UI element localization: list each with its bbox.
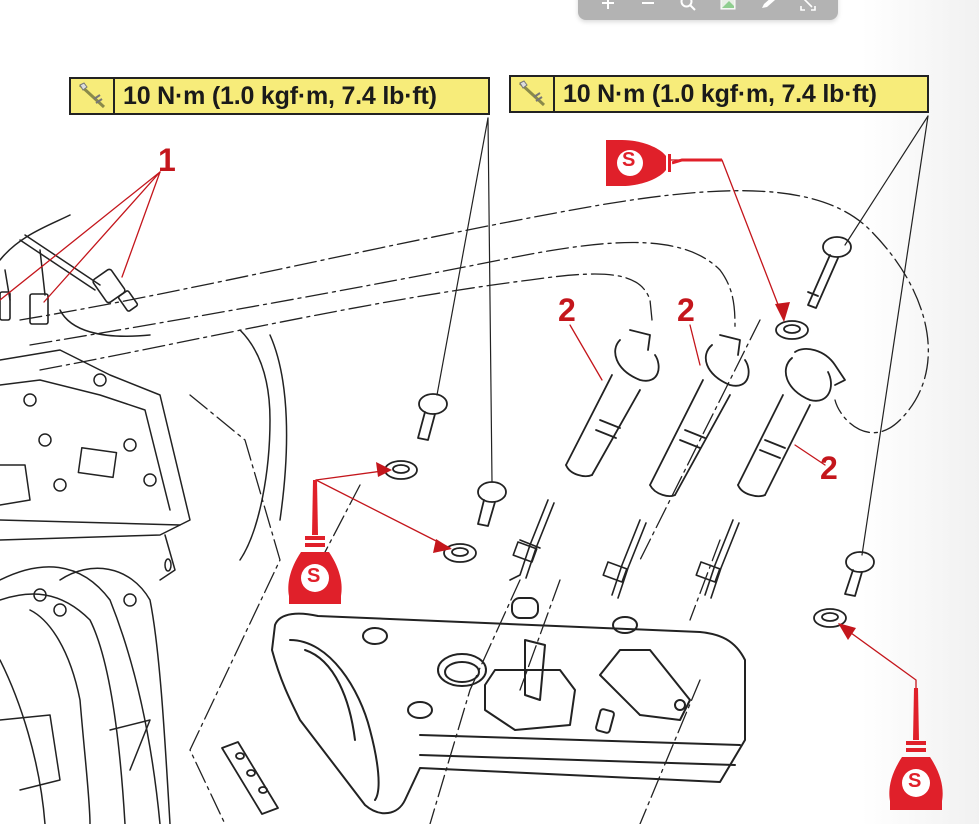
callout-coil-c: 2 — [820, 450, 838, 486]
spark-plug-1 — [509, 499, 555, 581]
expand-icon — [800, 0, 816, 11]
callout-connectors: 1 — [158, 142, 176, 178]
torque-value: 10 N·m (1.0 kgf·m, 7.4 lb·ft) — [563, 79, 877, 108]
washer-3 — [775, 320, 809, 340]
image-button[interactable] — [717, 0, 739, 11]
callout-leaders — [0, 159, 917, 691]
bracket — [221, 741, 279, 815]
viewer-toolbar — [578, 0, 838, 20]
washer-4 — [813, 608, 847, 628]
ignition-coil-1 — [565, 329, 660, 478]
washer-2 — [443, 543, 477, 563]
minus-icon — [642, 2, 654, 4]
connectors — [0, 268, 139, 325]
bolt-1 — [417, 393, 448, 441]
torque-value: 10 N·m (1.0 kgf·m, 7.4 lb·ft) — [123, 81, 437, 110]
callout-coil-b: 2 — [677, 292, 695, 328]
engine-head-left — [0, 214, 288, 824]
sealant-bottle-icon: S — [602, 138, 722, 195]
cylinder-head-cover — [271, 597, 746, 815]
wire-route-lines — [19, 190, 929, 824]
bolts — [417, 236, 875, 597]
torque-leaders-right — [844, 115, 929, 556]
spark-plug-3 — [695, 519, 740, 599]
ignition-coils — [565, 329, 846, 498]
spark-plugs — [509, 499, 740, 599]
bolt-3 — [807, 236, 852, 309]
sealant-label: S — [908, 770, 922, 792]
sealant-bottle-icon: S — [888, 688, 944, 819]
zoom-out-button[interactable] — [637, 0, 659, 11]
magnifier-icon — [680, 0, 696, 11]
ignition-coil-2 — [649, 334, 750, 498]
bolt-2 — [477, 481, 507, 527]
bolt-4 — [844, 551, 875, 597]
torque-wrench-icon — [511, 77, 555, 111]
sealant-arrowheads — [376, 302, 856, 640]
fullscreen-button[interactable] — [797, 0, 819, 11]
image-icon — [720, 0, 736, 10]
sealant-label: S — [622, 149, 636, 171]
ignition-coil-3 — [737, 348, 846, 498]
plus-icon — [602, 0, 614, 9]
pencil-icon — [762, 0, 775, 8]
torque-spec-right: 10 N·m (1.0 kgf·m, 7.4 lb·ft) — [509, 75, 929, 113]
sealant-bottle-icon: S — [287, 480, 343, 611]
sealant-label: S — [307, 565, 321, 587]
search-button[interactable] — [677, 0, 699, 11]
annotate-button[interactable] — [757, 0, 779, 11]
torque-leaders-left — [436, 117, 493, 483]
torque-spec-left: 10 N·m (1.0 kgf·m, 7.4 lb·ft) — [69, 77, 490, 115]
torque-wrench-icon — [71, 79, 115, 113]
zoom-in-button[interactable] — [597, 0, 619, 11]
spark-plug-2 — [602, 519, 647, 599]
washers — [384, 320, 847, 628]
callout-coil-a: 2 — [558, 292, 576, 328]
